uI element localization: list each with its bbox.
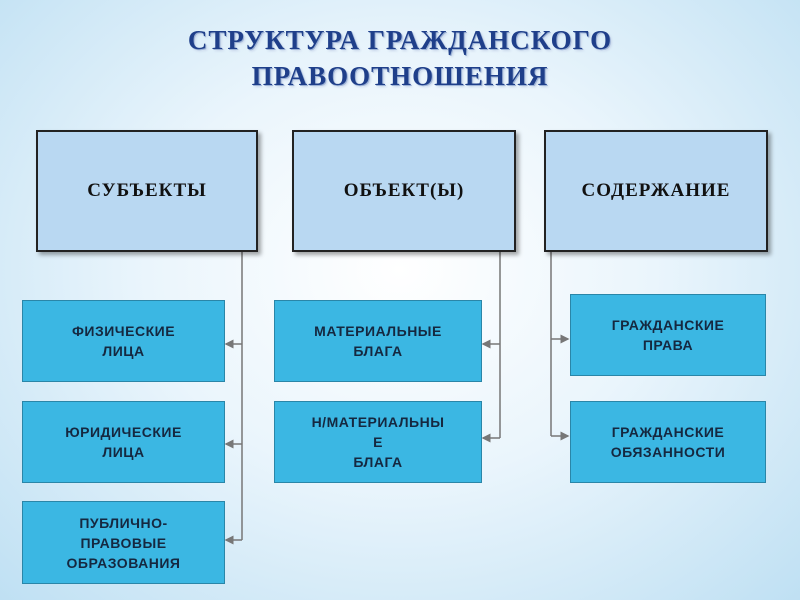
content-header-label: СОДЕРЖАНИЕ xyxy=(581,180,731,201)
content-civil-duties-label: ГРАЖДАНСКИЕ ОБЯЗАННОСТИ xyxy=(610,424,726,460)
title-line-1: СТРУКТУРА ГРАЖДАНСКОГО xyxy=(187,25,613,55)
title-line-2: ПРАВООТНОШЕНИЯ xyxy=(251,61,549,91)
objects-header: ОБЪЕКТ(Ы) xyxy=(292,130,516,252)
object-material-goods-label: МАТЕРИАЛЬНЫЕ БЛАГА xyxy=(314,323,442,359)
object-nonmaterial-goods-label: Н/МАТЕРИАЛЬНЫ Е БЛАГА xyxy=(311,414,445,470)
subject-public-entities-label: ПУБЛИЧНО- ПРАВОВЫЕ ОБРАЗОВАНИЯ xyxy=(66,514,181,571)
content-civil-duties: ГРАЖДАНСКИЕ ОБЯЗАННОСТИ xyxy=(570,401,766,483)
object-nonmaterial-goods: Н/МАТЕРИАЛЬНЫ Е БЛАГА xyxy=(274,401,482,483)
subject-public-entities: ПУБЛИЧНО- ПРАВОВЫЕ ОБРАЗОВАНИЯ xyxy=(22,501,225,584)
object-material-goods: МАТЕРИАЛЬНЫЕ БЛАГА xyxy=(274,300,482,382)
subjects-header: СУБЪЕКТЫ xyxy=(36,130,258,252)
subject-legal-entities: ЮРИДИЧЕСКИЕ ЛИЦА xyxy=(22,401,225,483)
subject-legal-entities-label: ЮРИДИЧЕСКИЕ ЛИЦА xyxy=(65,424,182,460)
subjects-header-label: СУБЪЕКТЫ xyxy=(87,180,207,201)
subject-natural-persons-label: ФИЗИЧЕСКИЕ ЛИЦА xyxy=(71,323,176,359)
content-civil-rights: ГРАЖДАНСКИЕ ПРАВА xyxy=(570,294,766,376)
diagram-title: СТРУКТУРА ГРАЖДАНСКОГО ПРАВООТНОШЕНИЯ xyxy=(100,22,700,94)
subject-natural-persons: ФИЗИЧЕСКИЕ ЛИЦА xyxy=(22,300,225,382)
objects-header-label: ОБЪЕКТ(Ы) xyxy=(343,180,465,201)
content-header: СОДЕРЖАНИЕ xyxy=(544,130,768,252)
content-civil-rights-label: ГРАЖДАНСКИЕ ПРАВА xyxy=(611,317,725,353)
